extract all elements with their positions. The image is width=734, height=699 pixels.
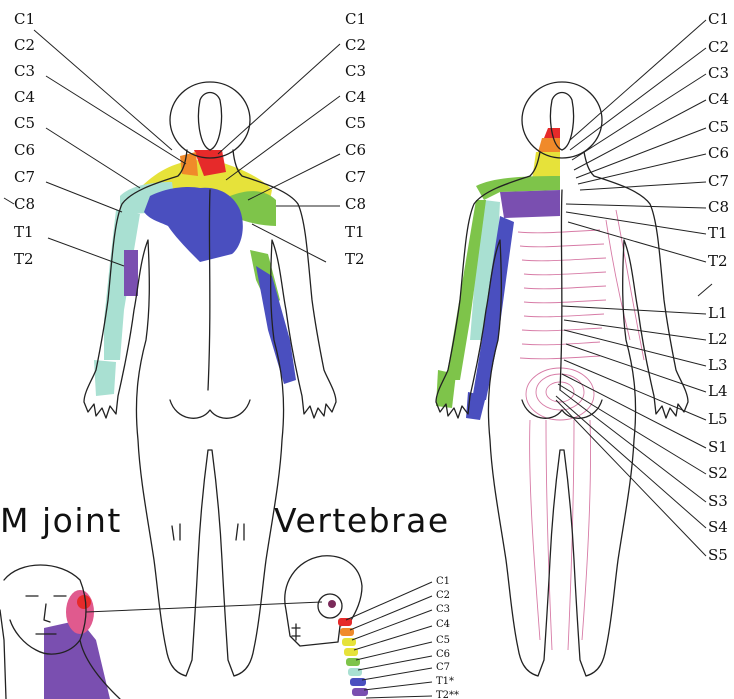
left-labels-right: C1 C2 C3 C4 C5 C6 C7 C8 T1 T2 (345, 10, 366, 268)
label-c1-r: C1 (345, 10, 366, 28)
label-c3-r: C3 (345, 62, 366, 80)
left-head (170, 82, 250, 158)
skull-teeth (292, 624, 300, 640)
label-c6-r: C6 (345, 141, 366, 159)
left-knee-r (236, 524, 244, 540)
vert-label-c2: C2 (436, 590, 450, 601)
label-c7-l: C7 (14, 168, 35, 186)
vert-label-t1: T1* (436, 676, 454, 687)
label-c1-l: C1 (14, 10, 35, 28)
label-t2-r: T2 (345, 250, 365, 268)
label-c1: C1 (708, 10, 729, 28)
vert-label-c5: C5 (436, 635, 450, 646)
label-c6-l: C6 (14, 141, 35, 159)
label-c2: C2 (708, 38, 729, 56)
vertebrae-title: Vertebrae (274, 501, 450, 540)
label-c8-l: C8 (14, 195, 35, 213)
label-t2-l: T2 (14, 250, 34, 268)
vertebrae-inset: Vertebrae C1 C2 C3 C4 (274, 501, 459, 699)
label-s1: S1 (708, 438, 728, 456)
label-s2: S2 (708, 464, 728, 482)
right-spine (560, 190, 562, 390)
tmj-red-dot (77, 595, 91, 609)
vert-c1 (338, 618, 352, 626)
label-c2-l: C2 (14, 36, 35, 54)
label-t1: T1 (708, 224, 728, 242)
label-c8-r: C8 (345, 195, 366, 213)
left-body-figure: C1 C2 C3 C4 C5 C6 C7 C8 T1 T2 C1 C2 C3 C… (4, 10, 366, 676)
vert-c7 (350, 678, 366, 686)
label-c3-l: C3 (14, 62, 35, 80)
label-c7: C7 (708, 172, 729, 190)
label-c5-r: C5 (345, 114, 366, 132)
label-c2-r: C2 (345, 36, 366, 54)
right-dermatome-bands (436, 128, 560, 420)
label-t1-r: T1 (345, 223, 365, 241)
label-c5-l: C5 (14, 114, 35, 132)
left-hair-bun (198, 93, 221, 151)
vert-label-c3: C3 (436, 604, 450, 615)
right-body-figure: C1 C2 C3 C4 C5 C6 C7 C8 T1 T2 L1 L2 L3 L… (436, 10, 729, 676)
label-s3: S3 (708, 492, 728, 510)
tmj-title: M joint (0, 501, 122, 540)
tmj-joint-dot (328, 600, 336, 608)
vert-label-c7: C7 (436, 662, 450, 673)
label-l3: L3 (708, 356, 728, 374)
right-buttocks (522, 400, 602, 418)
label-c7-r: C7 (345, 168, 366, 186)
vert-label-c1: C1 (436, 576, 450, 587)
left-referral-zones (94, 150, 296, 396)
vert-label-c6: C6 (436, 649, 450, 660)
label-l1: L1 (708, 304, 728, 322)
left-labels-left: C1 C2 C3 C4 C5 C6 C7 C8 T1 T2 (14, 10, 35, 268)
label-l5: L5 (708, 410, 728, 428)
label-c3: C3 (708, 64, 729, 82)
right-head (522, 82, 602, 158)
zone-blue-forearm (256, 266, 296, 384)
label-l2: L2 (708, 330, 728, 348)
label-t1-l: T1 (14, 223, 34, 241)
left-knee-l (172, 524, 180, 540)
label-t2: T2 (708, 252, 728, 270)
vert-t1 (352, 688, 368, 696)
zone-purple-arm (124, 250, 138, 296)
label-c4: C4 (708, 90, 729, 108)
label-c5: C5 (708, 118, 729, 136)
label-c4-l: C4 (14, 88, 35, 106)
right-dermatome-lines (518, 210, 644, 650)
label-c4-r: C4 (345, 88, 366, 106)
label-c8: C8 (708, 198, 729, 216)
zone-blue-back (144, 187, 200, 262)
band-purple (500, 190, 560, 218)
label-c6: C6 (708, 144, 729, 162)
label-l4: L4 (708, 382, 728, 400)
vert-label-c4: C4 (436, 619, 450, 630)
vert-label-t2: T2** (436, 690, 459, 699)
vertebrae-labels: C1 C2 C3 C4 C5 C6 C7 T1* T2** (436, 576, 459, 699)
label-s4: S4 (708, 518, 728, 536)
left-buttocks (170, 400, 250, 418)
label-s5: S5 (708, 546, 728, 564)
right-labels: C1 C2 C3 C4 C5 C6 C7 C8 T1 T2 L1 L2 L3 L… (708, 10, 729, 564)
